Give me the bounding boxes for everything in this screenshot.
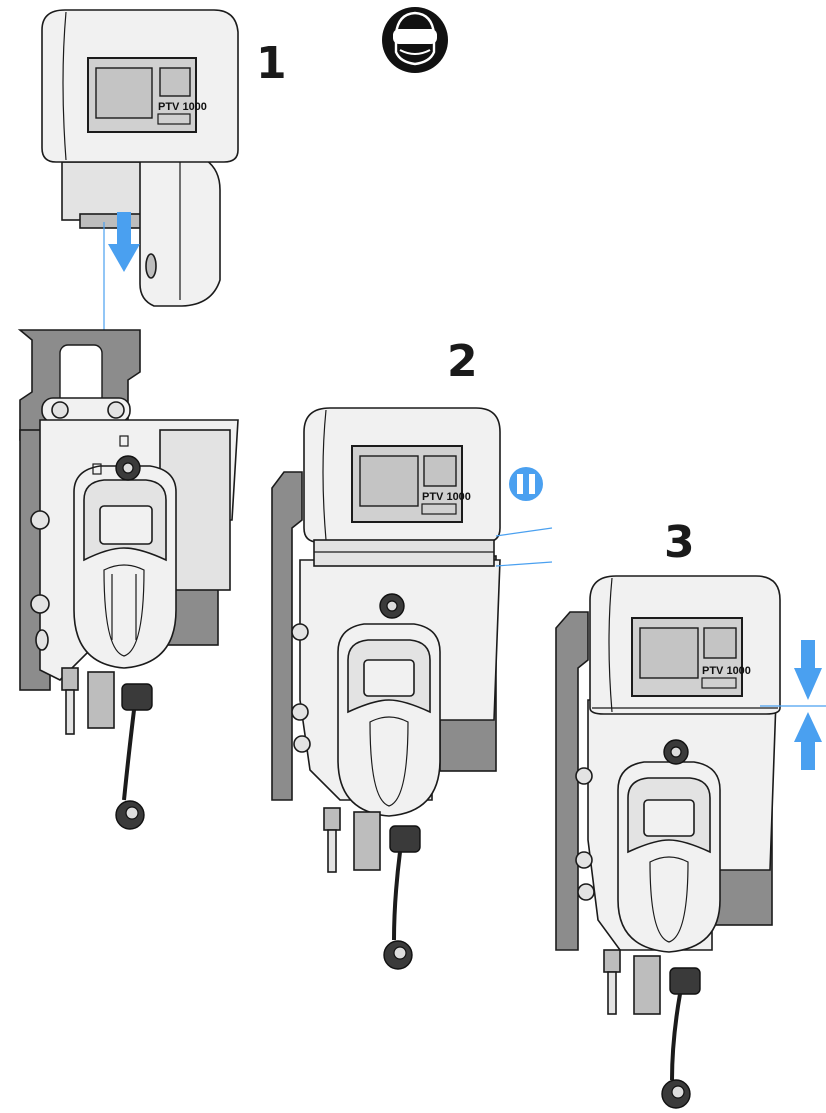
alignment-line-upper (495, 527, 553, 537)
step-1-label: 1 (256, 38, 287, 89)
safety-goggles-icon (382, 7, 448, 73)
model-label-1: PTV 1000 (158, 101, 207, 113)
model-label-3: PTV 1000 (702, 665, 751, 677)
pause-icon (509, 467, 543, 501)
alignment-line-lower (495, 561, 553, 567)
device-assembly-3: PTV 1000 (555, 575, 781, 1109)
close-gap-arrows (760, 640, 826, 770)
base-assembly-1 (17, 329, 239, 830)
display-unit-detached: PTV 1000 (41, 9, 239, 307)
step-3-label: 3 (664, 517, 695, 568)
model-label-2: PTV 1000 (422, 491, 471, 503)
device-assembly-2: PTV 1000 (271, 407, 501, 970)
step-2-label: 2 (447, 336, 478, 387)
